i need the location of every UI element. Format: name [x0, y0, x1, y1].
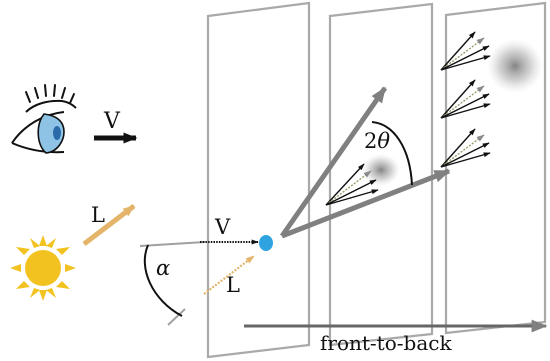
light-label-mid: L [226, 273, 240, 297]
view-ray-line [139, 241, 206, 247]
scatter-blob-plane-2 [362, 154, 400, 186]
front-to-back-label: front-to-back [320, 331, 452, 355]
arrow-fan-plane-3-mid [440, 79, 491, 119]
cone-arrow-upper [279, 86, 388, 238]
alpha-arc [143, 244, 183, 317]
light-arrow-top [82, 204, 136, 246]
two-theta-label: 2θ [364, 129, 390, 153]
plane-1 [206, 1, 311, 359]
sun-icon [10, 235, 76, 301]
particle [259, 235, 273, 251]
cone-arrow-lower [281, 168, 451, 239]
theta-arc [371, 121, 413, 186]
arrow-fan-plane-2 [325, 163, 379, 206]
alpha-label: α [156, 256, 170, 280]
arrow-fan-plane-3-top [440, 31, 491, 71]
light-ray-line [167, 308, 186, 326]
eye-icon [11, 84, 77, 154]
arrow-fan-plane-3-bottom [440, 128, 491, 168]
light-label-top: L [91, 203, 105, 227]
view-label-mid: V [214, 215, 231, 239]
scatter-blob-plane-3 [487, 39, 543, 93]
view-label-top: V [103, 109, 121, 134]
